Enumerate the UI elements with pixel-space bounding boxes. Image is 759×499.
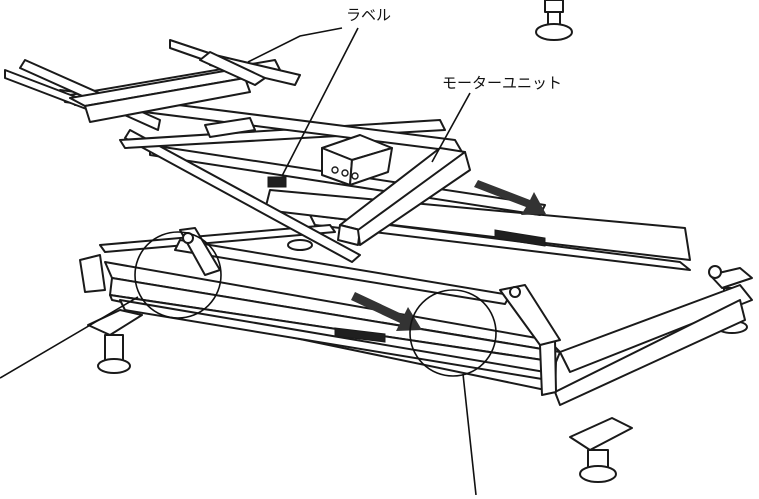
rail-stripe-upper	[494, 229, 546, 247]
arrow-lower	[351, 292, 422, 331]
actuators	[179, 117, 722, 346]
label-sticker	[267, 176, 287, 188]
top-caster	[535, 0, 573, 41]
arrow-upper	[474, 180, 546, 215]
leader-left	[0, 296, 139, 379]
direction-arrows	[351, 180, 546, 331]
rail-stripe-lower	[334, 327, 386, 343]
cross-bars	[69, 51, 471, 246]
motor-unit-callout-text: モーターユニット	[442, 74, 563, 92]
motor-unit	[321, 134, 393, 186]
leader-label-upper	[247, 27, 343, 63]
base-frame	[79, 189, 753, 406]
leader-label	[281, 27, 359, 177]
detail-circle-right	[409, 289, 497, 377]
leader-bottom	[462, 373, 477, 496]
leader-motor	[431, 92, 471, 163]
detail-circle-left	[134, 231, 222, 319]
label-callout-text: ラベル	[346, 6, 392, 24]
